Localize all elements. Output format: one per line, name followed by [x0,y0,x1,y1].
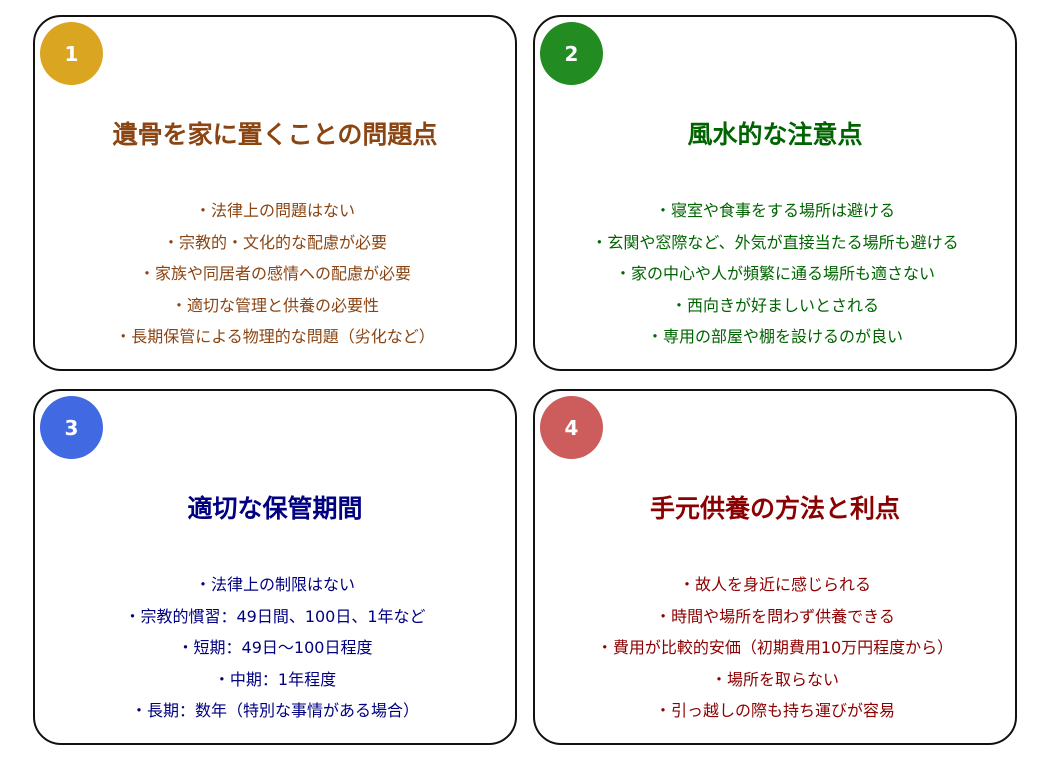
list-item: 家の中心や人が頻繁に通る場所も適さない [535,258,1015,290]
list-item: 専用の部屋や棚を設けるのが良い [535,321,1015,353]
card-title: 手元供養の方法と利点 [649,494,900,523]
list-item: 法律上の問題はない [35,195,515,227]
list-item: 家族や同居者の感情への配慮が必要 [35,258,515,290]
card-problems: 1 遺骨を家に置くことの問題点 法律上の問題はない 宗教的・文化的な配慮が必要 … [33,15,517,371]
list-item: 長期：数年（特別な事情がある場合） [35,695,515,727]
list-item: 宗教的慣習：49日間、100日、1年など [35,601,515,633]
list-item: 費用が比較的安価（初期費用10万円程度から） [535,632,1015,664]
number-badge: 3 [40,396,103,459]
list-item: 場所を取らない [535,664,1015,696]
list-item: 法律上の制限はない [35,569,515,601]
bullet-list: 法律上の制限はない 宗教的慣習：49日間、100日、1年など 短期：49日～10… [35,569,515,727]
number-badge: 2 [540,22,603,85]
list-item: 中期：1年程度 [35,664,515,696]
bullet-list: 故人を身近に感じられる 時間や場所を問わず供養できる 費用が比較的安価（初期費用… [535,569,1015,727]
list-item: 寝室や食事をする場所は避ける [535,195,1015,227]
list-item: 長期保管による物理的な問題（劣化など） [35,321,515,353]
list-item: 短期：49日～100日程度 [35,632,515,664]
list-item: 故人を身近に感じられる [535,569,1015,601]
number-badge: 1 [40,22,103,85]
card-title: 風水的な注意点 [687,120,863,149]
list-item: 引っ越しの際も持ち運びが容易 [535,695,1015,727]
card-title: 適切な保管期間 [187,494,363,523]
card-storage-period: 3 適切な保管期間 法律上の制限はない 宗教的慣習：49日間、100日、1年など… [33,389,517,745]
list-item: 玄関や窓際など、外気が直接当たる場所も避ける [535,227,1015,259]
card-home-memorial: 4 手元供養の方法と利点 故人を身近に感じられる 時間や場所を問わず供養できる … [533,389,1017,745]
number-badge: 4 [540,396,603,459]
card-title: 遺骨を家に置くことの問題点 [112,120,438,149]
list-item: 時間や場所を問わず供養できる [535,601,1015,633]
list-item: 宗教的・文化的な配慮が必要 [35,227,515,259]
list-item: 適切な管理と供養の必要性 [35,290,515,322]
card-fengshui: 2 風水的な注意点 寝室や食事をする場所は避ける 玄関や窓際など、外気が直接当た… [533,15,1017,371]
bullet-list: 寝室や食事をする場所は避ける 玄関や窓際など、外気が直接当たる場所も避ける 家の… [535,195,1015,353]
list-item: 西向きが好ましいとされる [535,290,1015,322]
bullet-list: 法律上の問題はない 宗教的・文化的な配慮が必要 家族や同居者の感情への配慮が必要… [35,195,515,353]
